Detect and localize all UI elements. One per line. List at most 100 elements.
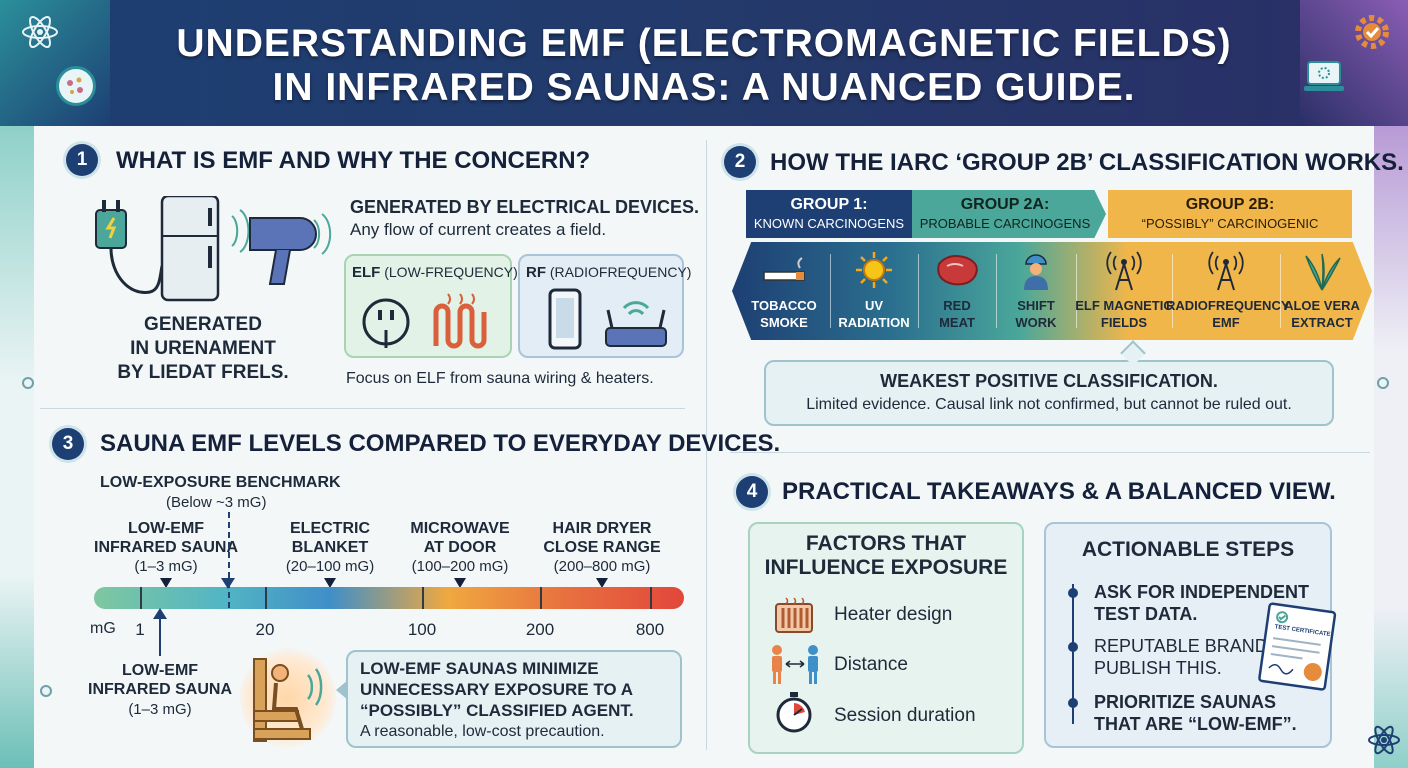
- left-caption-line-3: BY LIEDAT FRELS.: [117, 362, 289, 383]
- header-banner: [0, 0, 1408, 126]
- scale-tick: [540, 587, 542, 609]
- item-divider: [1172, 254, 1173, 328]
- bottom-label-l3: (1–3 mG): [128, 701, 192, 718]
- item-divider: [996, 254, 997, 328]
- laptop-icon: [1302, 58, 1346, 98]
- divider: [706, 140, 707, 750]
- bottom-pointer-arrow: [153, 608, 167, 619]
- group-2b-desc: “POSSIBLY” CARCINOGENIC: [1141, 216, 1319, 231]
- distance-icon: [768, 642, 822, 686]
- factors-title-line-1: FACTORS THAT: [805, 532, 967, 555]
- callout-title: WEAKEST POSITIVE CLASSIFICATION.: [880, 371, 1218, 391]
- scale-label-text: MICROWAVE: [410, 520, 510, 537]
- scale-tick-label: 20: [255, 620, 275, 639]
- plug-icon: [95, 200, 164, 294]
- left-side-decoration: [0, 126, 34, 768]
- scale-tick-label: 1: [135, 620, 145, 639]
- classification-item: ALOE VERA EXTRACT: [1280, 246, 1364, 336]
- scale-label-text: HAIR DRYER: [552, 520, 652, 537]
- benchmark-subtext: (Below ~3 mG): [166, 494, 267, 511]
- classification-item-label: SHIFT: [1017, 298, 1055, 313]
- scale-tick: [265, 587, 267, 609]
- step-3-line-2: THAT ARE “LOW-EMF”.: [1094, 714, 1297, 734]
- aloe-icon: [1298, 250, 1346, 292]
- section-number-1: 1: [66, 144, 98, 176]
- decor-dot: [1377, 377, 1389, 389]
- atom-icon: [1364, 720, 1404, 760]
- right-side-decoration: [1374, 126, 1408, 768]
- certificate-icon: TEST CERTIFICATE: [1253, 601, 1348, 696]
- factors-card: FACTORS THAT INFLUENCE EXPOSURE Heater d…: [748, 522, 1024, 754]
- steak-icon: [933, 250, 981, 292]
- item-divider: [1280, 254, 1281, 328]
- group-1-desc: KNOWN CARCINOGENS: [753, 216, 905, 231]
- group-1-box: GROUP 1: KNOWN CARCINOGENS: [746, 190, 912, 238]
- bottom-label-l1: LOW-EMF: [121, 662, 199, 679]
- classification-item-label: EXTRACT: [1291, 315, 1353, 330]
- stopwatch-icon: [774, 690, 814, 734]
- steps-title: ACTIONABLE STEPS: [1081, 538, 1295, 561]
- title-line-2: IN INFRARED SAUNAS: A NUANCED GUIDE.: [272, 66, 1136, 109]
- classification-item-label: EMF: [1212, 315, 1240, 330]
- scale-marker: [454, 578, 466, 588]
- section-number-3: 3: [52, 428, 84, 460]
- fridge-icon: [160, 194, 220, 302]
- scale-marker: [596, 578, 608, 588]
- item-divider: [830, 254, 831, 328]
- decor-dot: [40, 685, 52, 697]
- sauna-person-icon: [246, 655, 330, 745]
- section-2-heading: HOW THE IARC ‘GROUP 2B’ CLASSIFICATION W…: [770, 149, 1404, 176]
- scale-label-text: ELECTRIC: [290, 520, 370, 537]
- left-caption-line-2: IN URENAMENT: [130, 338, 276, 359]
- group-2a-box: GROUP 2A: PROBABLE CARCINOGENS: [912, 190, 1106, 238]
- step-1-line-1: ASK FOR INDEPENDENT: [1094, 582, 1310, 602]
- note-pointer: [336, 680, 348, 700]
- scale-marker: [160, 578, 172, 588]
- atom-icon: [20, 12, 60, 52]
- callout-box: WEAKEST POSITIVE CLASSIFICATION. Limited…: [764, 360, 1334, 426]
- step-3-line-1: PRIORITIZE SAUNAS: [1094, 692, 1277, 712]
- step-bullet: [1068, 588, 1078, 598]
- callout-subtext: Limited evidence. Causal link not confir…: [806, 396, 1292, 413]
- appliances-illustration: [90, 194, 340, 306]
- steps-timeline: [1072, 584, 1074, 724]
- outlet-heater-icon: [362, 293, 487, 349]
- step-2-line-2: PUBLISH THIS.: [1094, 658, 1222, 678]
- factor-heater-design: Heater design: [834, 604, 953, 625]
- item-divider: [1076, 254, 1077, 328]
- elf-label: ELF: [352, 264, 381, 281]
- section-number-2: 2: [724, 146, 756, 178]
- scale-marker: [324, 578, 336, 588]
- group-2b-box: GROUP 2B: “POSSIBLY” CARCINOGENIC: [1108, 190, 1352, 238]
- item-divider: [918, 254, 919, 328]
- bottom-label-l2: INFRARED SAUNA: [88, 681, 232, 698]
- antenna-icon: [1202, 250, 1250, 292]
- hair-dryer-icon: [231, 209, 332, 285]
- elf-sublabel: (LOW-FREQUENCY): [384, 264, 518, 280]
- section-4-heading: PRACTICAL TAKEAWAYS & A BALANCED VIEW.: [782, 478, 1336, 505]
- left-caption-line-1: GENERATED: [144, 314, 262, 335]
- section-1-heading: WHAT IS EMF AND WHY THE CONCERN?: [116, 147, 591, 174]
- scale-tick-label: 800: [635, 620, 665, 639]
- group-1-name: GROUP 1:: [790, 196, 868, 213]
- classification-item-label: UV: [864, 298, 884, 313]
- rf-card: RF (RADIOFREQUENCY): [518, 254, 691, 358]
- cigarette-icon: [760, 250, 808, 292]
- generated-subtext: Any flow of current creates a field.: [350, 220, 607, 239]
- divider: [40, 408, 685, 409]
- benchmark-title: LOW-EXPOSURE BENCHMARK: [100, 474, 341, 491]
- section-3-heading: SAUNA EMF LEVELS COMPARED TO EVERYDAY DE…: [100, 430, 781, 457]
- section-number-4: 4: [736, 476, 768, 508]
- factor-session-duration: Session duration: [834, 705, 976, 726]
- scale-label-text: BLANKET: [291, 539, 369, 556]
- step-2-line-1: REPUTABLE BRANDS: [1094, 636, 1280, 656]
- classification-item-label: MEAT: [939, 315, 975, 330]
- worker-icon: [1012, 250, 1060, 292]
- classification-item-label: ALOE VERA: [1284, 298, 1360, 313]
- title-line-1: UNDERSTANDING EMF (ELECTROMAGNETIC FIELD…: [176, 22, 1232, 65]
- factors-title-line-2: INFLUENCE EXPOSURE: [764, 556, 1008, 579]
